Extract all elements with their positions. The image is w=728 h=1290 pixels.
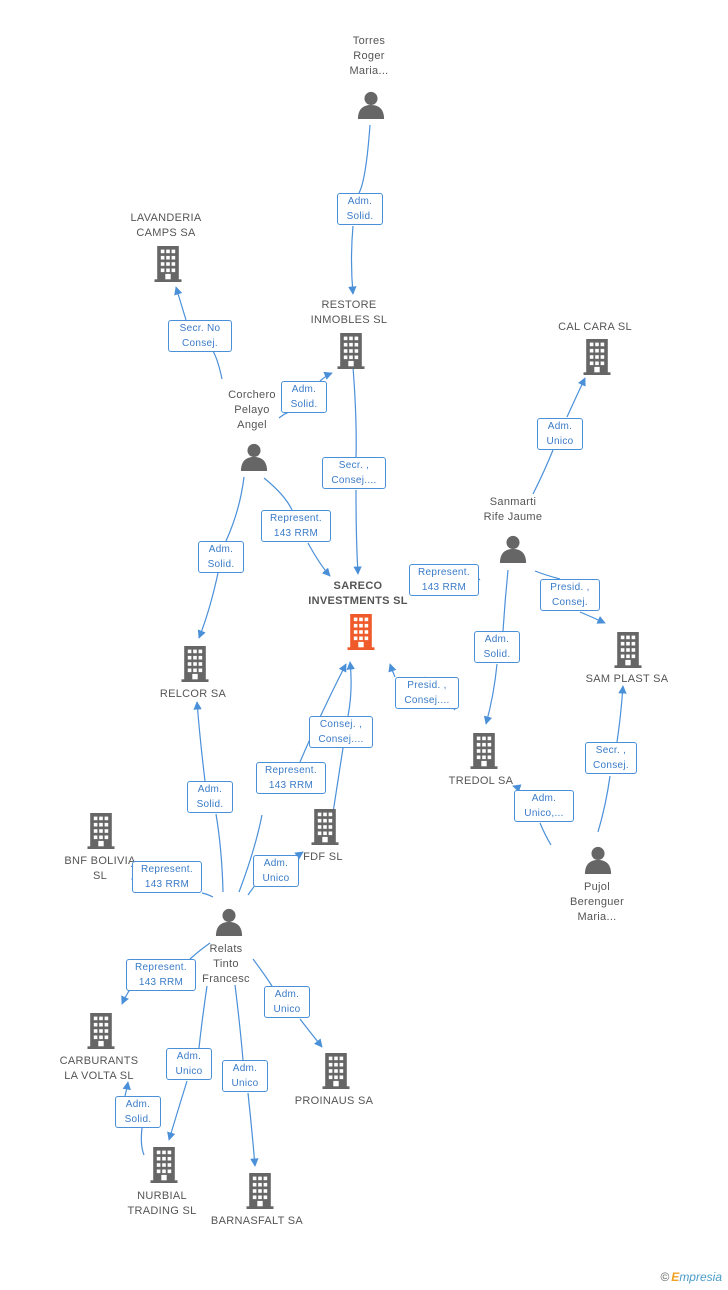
- building-icon-proinaus[interactable]: [322, 1053, 350, 1089]
- building-icon-fdf[interactable]: [311, 809, 339, 845]
- edge-label[interactable]: Represent.143 RRM: [132, 861, 202, 893]
- building-icon-samplast[interactable]: [614, 632, 642, 668]
- edge-label[interactable]: Adm.Solid.: [281, 381, 327, 413]
- edge-line: [125, 1082, 145, 1156]
- edge-line: [353, 366, 358, 574]
- building-icon-sareco[interactable]: [347, 614, 375, 650]
- edge-label[interactable]: Represent.143 RRM: [409, 564, 479, 596]
- building-icon-barnasfalt[interactable]: [246, 1173, 274, 1209]
- edge-line: [176, 287, 223, 380]
- edge-label[interactable]: Adm.Unico: [253, 855, 299, 887]
- edge-label[interactable]: Adm.Solid.: [198, 541, 244, 573]
- building-icon-relcor[interactable]: [181, 646, 209, 682]
- edge-label[interactable]: Adm.Unico: [537, 418, 583, 450]
- edge-label[interactable]: Adm.Solid.: [187, 781, 233, 813]
- node-label-relcor[interactable]: RELCOR SA: [159, 688, 227, 700]
- person-icon-relats[interactable]: [215, 908, 243, 936]
- edge-line: [513, 786, 552, 846]
- edge-label[interactable]: Secr. ,Consej....: [322, 457, 386, 489]
- edge-label[interactable]: Adm.Unico,...: [514, 790, 574, 822]
- edge-line: [352, 124, 371, 294]
- building-icon-restore[interactable]: [337, 333, 365, 369]
- building-icon-lavanderia[interactable]: [154, 246, 182, 282]
- building-icon-nurbial[interactable]: [150, 1147, 178, 1183]
- node-label-barnasfalt[interactable]: BARNASFALT SA: [210, 1215, 304, 1227]
- edge-label[interactable]: Presid. ,Consej....: [395, 677, 459, 709]
- icons-layer: [87, 91, 642, 1209]
- edge-label[interactable]: Adm.Solid.: [474, 631, 520, 663]
- edge-label[interactable]: Represent.143 RRM: [261, 510, 331, 542]
- edges-layer: [122, 124, 623, 1166]
- building-icon-carburants[interactable]: [87, 1013, 115, 1049]
- edge-line: [486, 569, 509, 724]
- edge-line: [238, 664, 346, 893]
- building-icon-tredol[interactable]: [470, 733, 498, 769]
- edge-line: [252, 958, 322, 1047]
- edge-label[interactable]: Adm.Unico: [166, 1048, 212, 1080]
- edge-line: [234, 984, 255, 1166]
- edge-label[interactable]: Represent.143 RRM: [256, 762, 326, 794]
- edge-label[interactable]: Adm.Solid.: [115, 1096, 161, 1128]
- edge-label[interactable]: Adm.Solid.: [337, 193, 383, 225]
- node-label-fdf[interactable]: FDF SL: [303, 851, 343, 863]
- person-icon-pujol[interactable]: [584, 846, 612, 874]
- edge-line: [532, 378, 585, 495]
- edge-label[interactable]: Represent.143 RRM: [126, 959, 196, 991]
- edge-label[interactable]: Adm.Unico: [264, 986, 310, 1018]
- edge-line: [169, 985, 208, 1140]
- node-label-calcara[interactable]: CAL CARA SL: [558, 321, 632, 333]
- edge-line: [197, 702, 224, 893]
- edge-label[interactable]: Consej. ,Consej....: [309, 716, 373, 748]
- node-label-samplast[interactable]: SAM PLAST SA: [585, 673, 669, 685]
- edge-label[interactable]: Presid. ,Consej.: [540, 579, 600, 611]
- person-icon-torres[interactable]: [357, 91, 385, 119]
- building-icon-bnf[interactable]: [87, 813, 115, 849]
- footer-brand: ©Empresia: [660, 1270, 722, 1284]
- edge-line: [199, 476, 245, 638]
- edge-line: [597, 686, 623, 833]
- node-label-tredol[interactable]: TREDOL SA: [448, 775, 514, 787]
- person-icon-corchero[interactable]: [240, 443, 268, 471]
- edge-line: [263, 477, 330, 576]
- person-icon-sanmarti[interactable]: [499, 535, 527, 563]
- building-icon-calcara[interactable]: [583, 339, 611, 375]
- edge-label[interactable]: Secr. ,Consej.: [585, 742, 637, 774]
- node-label-proinaus[interactable]: PROINAUS SA: [294, 1095, 374, 1107]
- edge-label[interactable]: Adm.Unico: [222, 1060, 268, 1092]
- edge-line: [534, 570, 605, 623]
